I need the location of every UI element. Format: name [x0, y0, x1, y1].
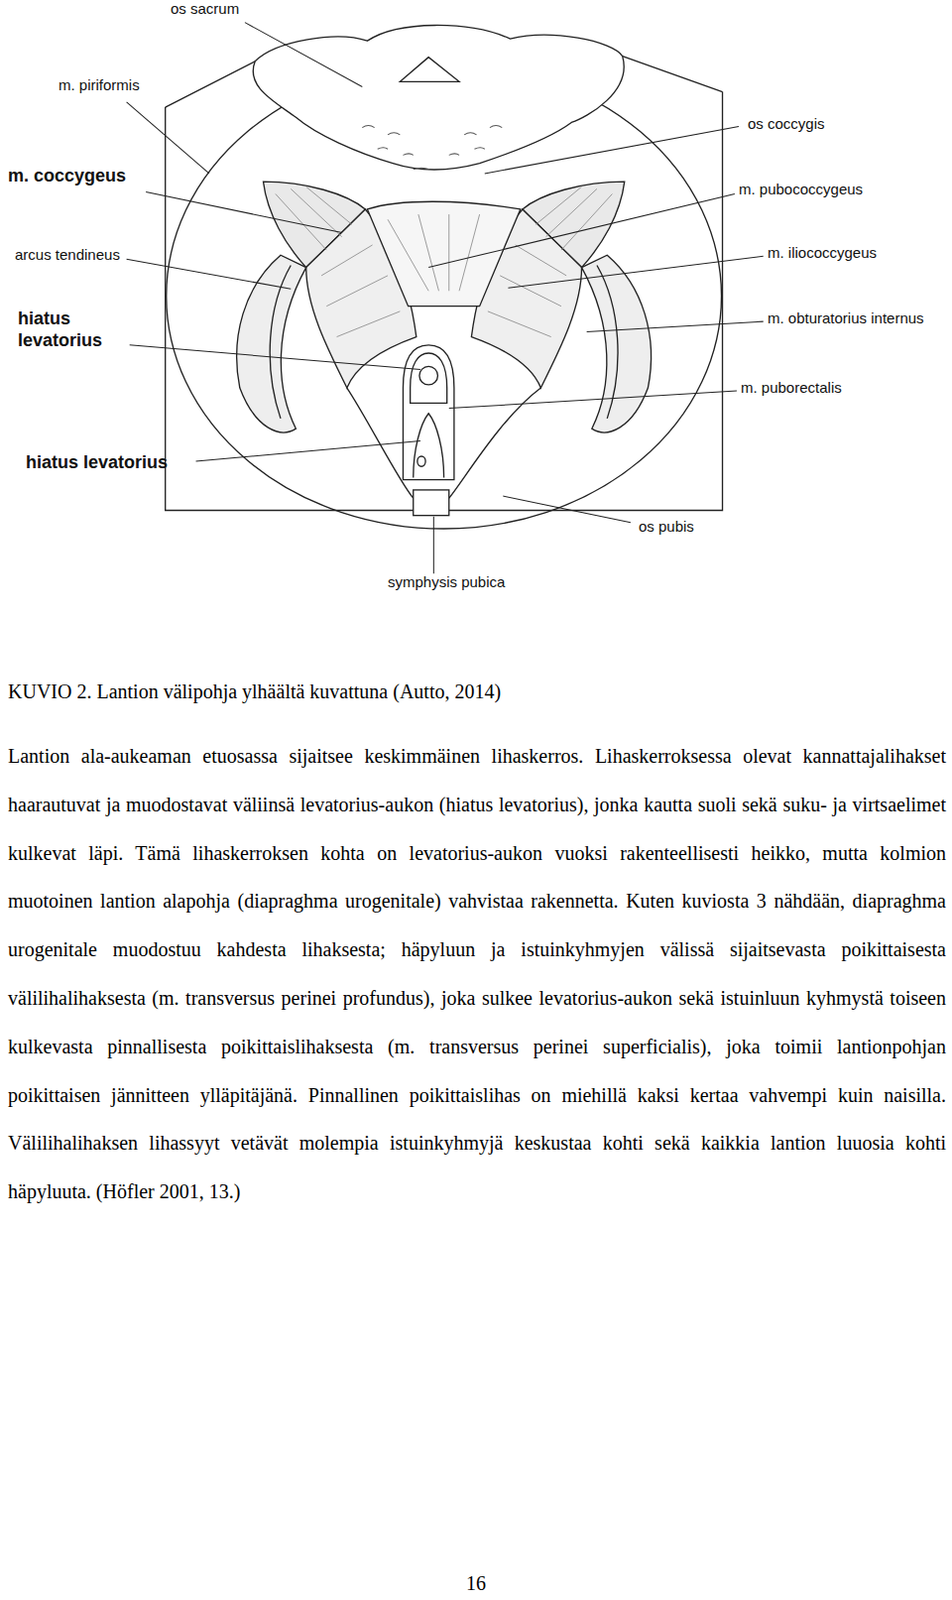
leader-lines	[126, 22, 764, 575]
muscle-label: m. piriformis	[58, 76, 140, 95]
muscle-label: m. puborectalis	[740, 378, 842, 397]
m-obturatorius-internus	[237, 254, 307, 433]
bone-label: os coccygis	[747, 115, 826, 133]
body-paragraph: Lantion ala-aukeaman etuosassa sijaitsee…	[7, 731, 947, 1216]
structure-label: hiatus levatorius	[17, 307, 118, 352]
structure-label: symphysis pubica	[387, 573, 505, 592]
muscle-label: m. obturatorius internus	[767, 309, 925, 328]
sacral-canal	[399, 57, 460, 83]
m-obturatorius-internus	[582, 254, 652, 433]
hiatus-levatorius	[402, 345, 454, 480]
figure-caption: KUVIO 2. Lantion välipohja ylhäältä kuva…	[7, 679, 501, 704]
muscle-label: m. coccygeus	[7, 164, 126, 187]
muscle-label: m. pubococcygeus	[738, 180, 863, 199]
os-sacrum	[252, 24, 624, 169]
bone-label: os sacrum	[170, 0, 239, 18]
symphysis	[413, 489, 450, 516]
m-pubococcygeus	[366, 201, 520, 306]
page-number: 16	[426, 1570, 526, 1595]
structure-label: arcus tendineus	[14, 245, 120, 264]
structure-label: hiatus levatorius	[25, 451, 168, 474]
muscle-fibres	[275, 186, 613, 337]
urogenital-hiatus	[413, 413, 445, 478]
muscle-label: m. iliococcygeus	[767, 243, 877, 262]
rectum-opening	[419, 365, 439, 385]
sacral-foramina	[361, 125, 502, 170]
drawing	[126, 22, 764, 575]
bone-label: os pubis	[638, 517, 695, 536]
rectum	[410, 353, 448, 403]
urethra	[417, 456, 426, 467]
